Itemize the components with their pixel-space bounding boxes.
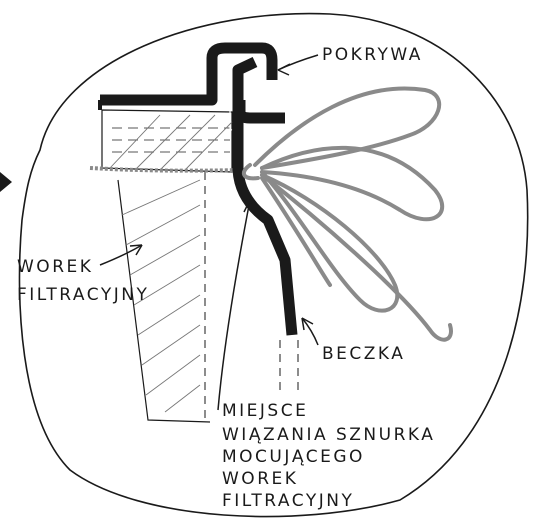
label-filter-bag-line2: FILTRACYJNY (17, 285, 149, 305)
label-barrel: BECZKA (322, 344, 405, 364)
tie-cord-shape (244, 88, 451, 339)
label-tie-place-line5: FILTRACYJNY (222, 491, 354, 511)
label-tie-place-line2: WIĄZANIA SZNURKA (222, 425, 435, 445)
label-tie-place-line1: MIEJSCE (222, 401, 308, 421)
label-tie-place-line4: WOREK (222, 469, 298, 489)
filter-bag-shape (90, 110, 240, 422)
label-filter-bag-line1: WOREK (17, 257, 93, 277)
lid-shape (100, 48, 285, 134)
leader-arrows (100, 55, 318, 410)
label-tie-place-line3: MOCUJĄCEGO (222, 447, 365, 467)
left-edge-arrow (0, 172, 12, 192)
label-lid: POKRYWA (322, 45, 423, 65)
barrel-wall-shape (238, 62, 298, 395)
